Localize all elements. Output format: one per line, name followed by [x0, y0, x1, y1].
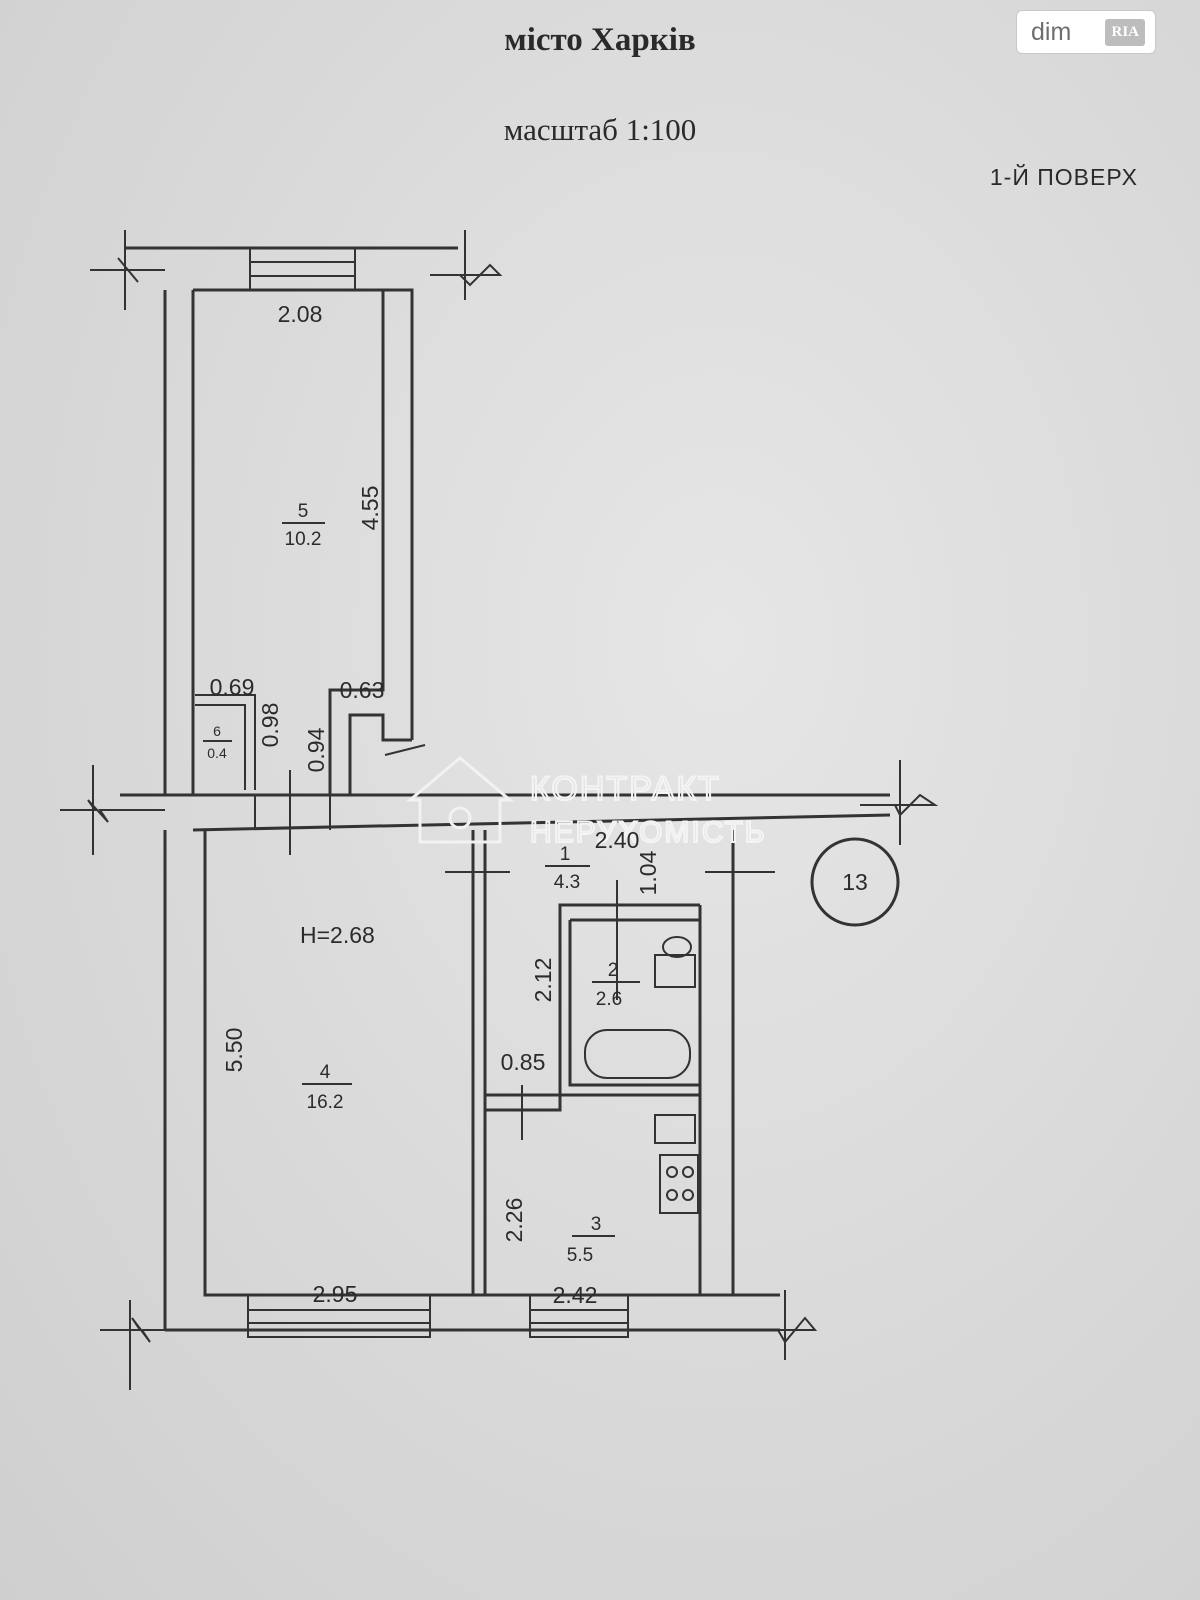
room-3-label: 3 5.5	[567, 1214, 615, 1266]
room-4-number: 4	[320, 1062, 331, 1083]
room-4-label: 4 16.2	[302, 1062, 352, 1113]
dim-room5-length: 4.55	[357, 486, 383, 531]
dim-closet-depth: 0.98	[257, 703, 283, 748]
walls	[60, 230, 939, 1390]
fixtures	[584, 936, 699, 1214]
scale-label: масштаб 1:100	[503, 112, 697, 147]
dimension-lines	[289, 744, 775, 1140]
room-6-label: 6 0.4	[203, 723, 232, 761]
flat-number: 13	[842, 869, 868, 895]
dim-room4-width: 2.95	[313, 1281, 358, 1307]
toilet-icon	[662, 936, 692, 958]
dim-corridor-width: 0.85	[501, 1049, 546, 1075]
dim-room4-length: 5.50	[221, 1028, 247, 1073]
room-1-label: 1 4.3	[545, 844, 590, 893]
dim-passage-width: 0.63	[340, 677, 385, 703]
stove-icon	[659, 1154, 699, 1214]
dim-hall-width: 2.40	[595, 827, 640, 853]
room-4-area: 16.2	[307, 1092, 344, 1113]
watermark-line1: КОНТРАКТ	[530, 770, 721, 808]
dim-kitchen-width: 2.42	[553, 1282, 598, 1308]
dim-bath-depth: 2.12	[530, 958, 556, 1003]
watermark-line2: НЕРУХОМІСТЬ	[530, 816, 766, 849]
room-2-area: 2.6	[596, 989, 622, 1010]
room-6-area: 0.4	[207, 745, 227, 761]
room-5-area: 10.2	[285, 529, 322, 550]
badge-site-text: dim	[1031, 17, 1072, 46]
dim-ria-badge[interactable]: dim RIA	[1016, 10, 1156, 54]
windows	[247, 247, 629, 1338]
dim-hall-depth: 1.04	[635, 850, 661, 895]
sink-icon	[654, 954, 696, 988]
watermark-logo-icon	[405, 756, 515, 844]
city-title: місто Харків	[504, 22, 696, 58]
room-2-number: 2	[608, 960, 619, 981]
dim-closet-width: 0.69	[210, 674, 255, 700]
ria-logo-icon: RIA	[1105, 18, 1145, 46]
dim-passage-depth: 0.94	[303, 727, 329, 772]
room-1-area: 4.3	[554, 872, 580, 893]
room-5-number: 5	[298, 501, 309, 522]
room-5-label: 5 10.2	[282, 501, 325, 550]
bathtub-icon	[584, 1029, 691, 1079]
kitchen-sink-icon	[654, 1114, 696, 1144]
room-2-label: 2 2.6	[592, 960, 640, 1010]
floor-label: 1-Й ПОВЕРХ	[989, 164, 1138, 190]
ceiling-height: H=2.68	[300, 922, 375, 948]
dim-kitchen-depth: 2.26	[501, 1198, 527, 1243]
room-1-number: 1	[560, 844, 571, 865]
flat-number-circle	[810, 837, 900, 927]
room-6-number: 6	[213, 723, 221, 739]
room-3-number: 3	[591, 1214, 602, 1235]
dim-room5-width: 2.08	[278, 301, 323, 327]
room-3-area: 5.5	[567, 1245, 593, 1266]
